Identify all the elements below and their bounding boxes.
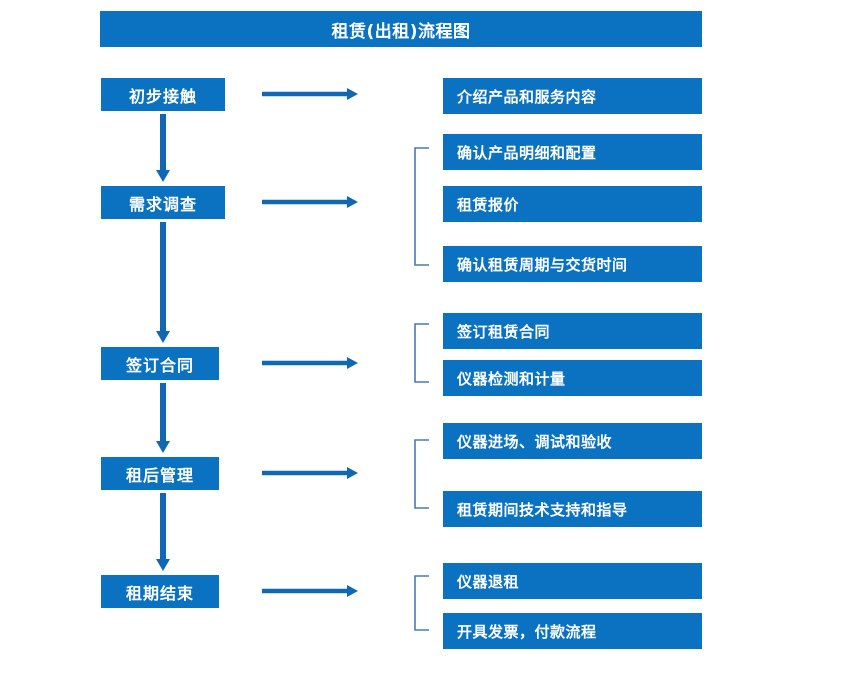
arrow-contract-to-manage-head [156, 441, 170, 453]
stage-box-demand-survey[interactable]: 需求调查 [101, 186, 225, 219]
bracket-sign-contract-path [414, 323, 429, 383]
arrow-contact-to-survey [156, 114, 170, 182]
detail-box-instrument-return[interactable]: 仪器退租 [443, 563, 702, 599]
detail-box-instrument-delivery[interactable]: 仪器进场、调试和验收 [443, 423, 702, 459]
arrow-rental-end [262, 585, 358, 597]
arrow-contract-to-manage [156, 383, 170, 453]
arrow-contact-to-survey-shaft [160, 114, 166, 170]
arrow-sign-contract-shaft [262, 360, 347, 366]
arrow-rental-end-shaft [262, 588, 347, 594]
arrow-demand-survey-head [347, 196, 358, 208]
bracket-sign-contract [414, 323, 429, 383]
arrow-contract-to-manage-shaft [160, 383, 166, 441]
arrow-contact-to-survey-head [156, 170, 170, 182]
bracket-demand-survey [414, 147, 429, 266]
detail-box-instrument-testing[interactable]: 仪器检测和计量 [443, 360, 702, 396]
detail-box-technical-support[interactable]: 租赁期间技术支持和指导 [443, 491, 702, 527]
arrow-post-rent-management [262, 467, 358, 479]
detail-box-confirm-spec-config[interactable]: 确认产品明细和配置 [443, 134, 702, 170]
arrow-preliminary-contact [262, 88, 358, 100]
detail-box-introduce-products[interactable]: 介绍产品和服务内容 [443, 78, 702, 114]
arrow-survey-to-contract-head [156, 331, 170, 343]
arrow-sign-contract-head [347, 357, 358, 369]
arrow-manage-to-end-head [156, 559, 170, 571]
detail-box-sign-rental-contract[interactable]: 签订租赁合同 [443, 313, 702, 349]
detail-box-invoice-payment[interactable]: 开具发票，付款流程 [443, 613, 702, 649]
arrow-sign-contract [262, 357, 358, 369]
arrow-preliminary-contact-head [347, 88, 358, 100]
arrow-survey-to-contract [156, 222, 170, 343]
bracket-rental-end [414, 575, 429, 631]
page-title: 租赁(出租)流程图 [100, 11, 702, 47]
stage-box-sign-contract[interactable]: 签订合同 [101, 347, 219, 380]
arrow-survey-to-contract-shaft [160, 222, 166, 331]
arrow-preliminary-contact-shaft [262, 91, 347, 97]
arrow-manage-to-end [156, 493, 170, 571]
arrow-post-rent-management-shaft [262, 470, 347, 476]
stage-box-post-rent-management[interactable]: 租后管理 [101, 457, 219, 490]
arrow-rental-end-head [347, 585, 358, 597]
bracket-post-rent-management-path [414, 439, 429, 509]
detail-box-confirm-period[interactable]: 确认租赁周期与交货时间 [443, 246, 702, 282]
arrow-demand-survey [262, 196, 358, 208]
stage-box-preliminary-contact[interactable]: 初步接触 [101, 78, 225, 111]
arrow-post-rent-management-head [347, 467, 358, 479]
bracket-demand-survey-path [414, 147, 429, 266]
bracket-rental-end-path [414, 575, 429, 631]
bracket-post-rent-management [414, 439, 429, 509]
arrow-demand-survey-shaft [262, 199, 347, 205]
arrow-manage-to-end-shaft [160, 493, 166, 559]
stage-box-rental-end[interactable]: 租期结束 [101, 575, 219, 608]
detail-box-rental-quotation[interactable]: 租赁报价 [443, 186, 702, 222]
